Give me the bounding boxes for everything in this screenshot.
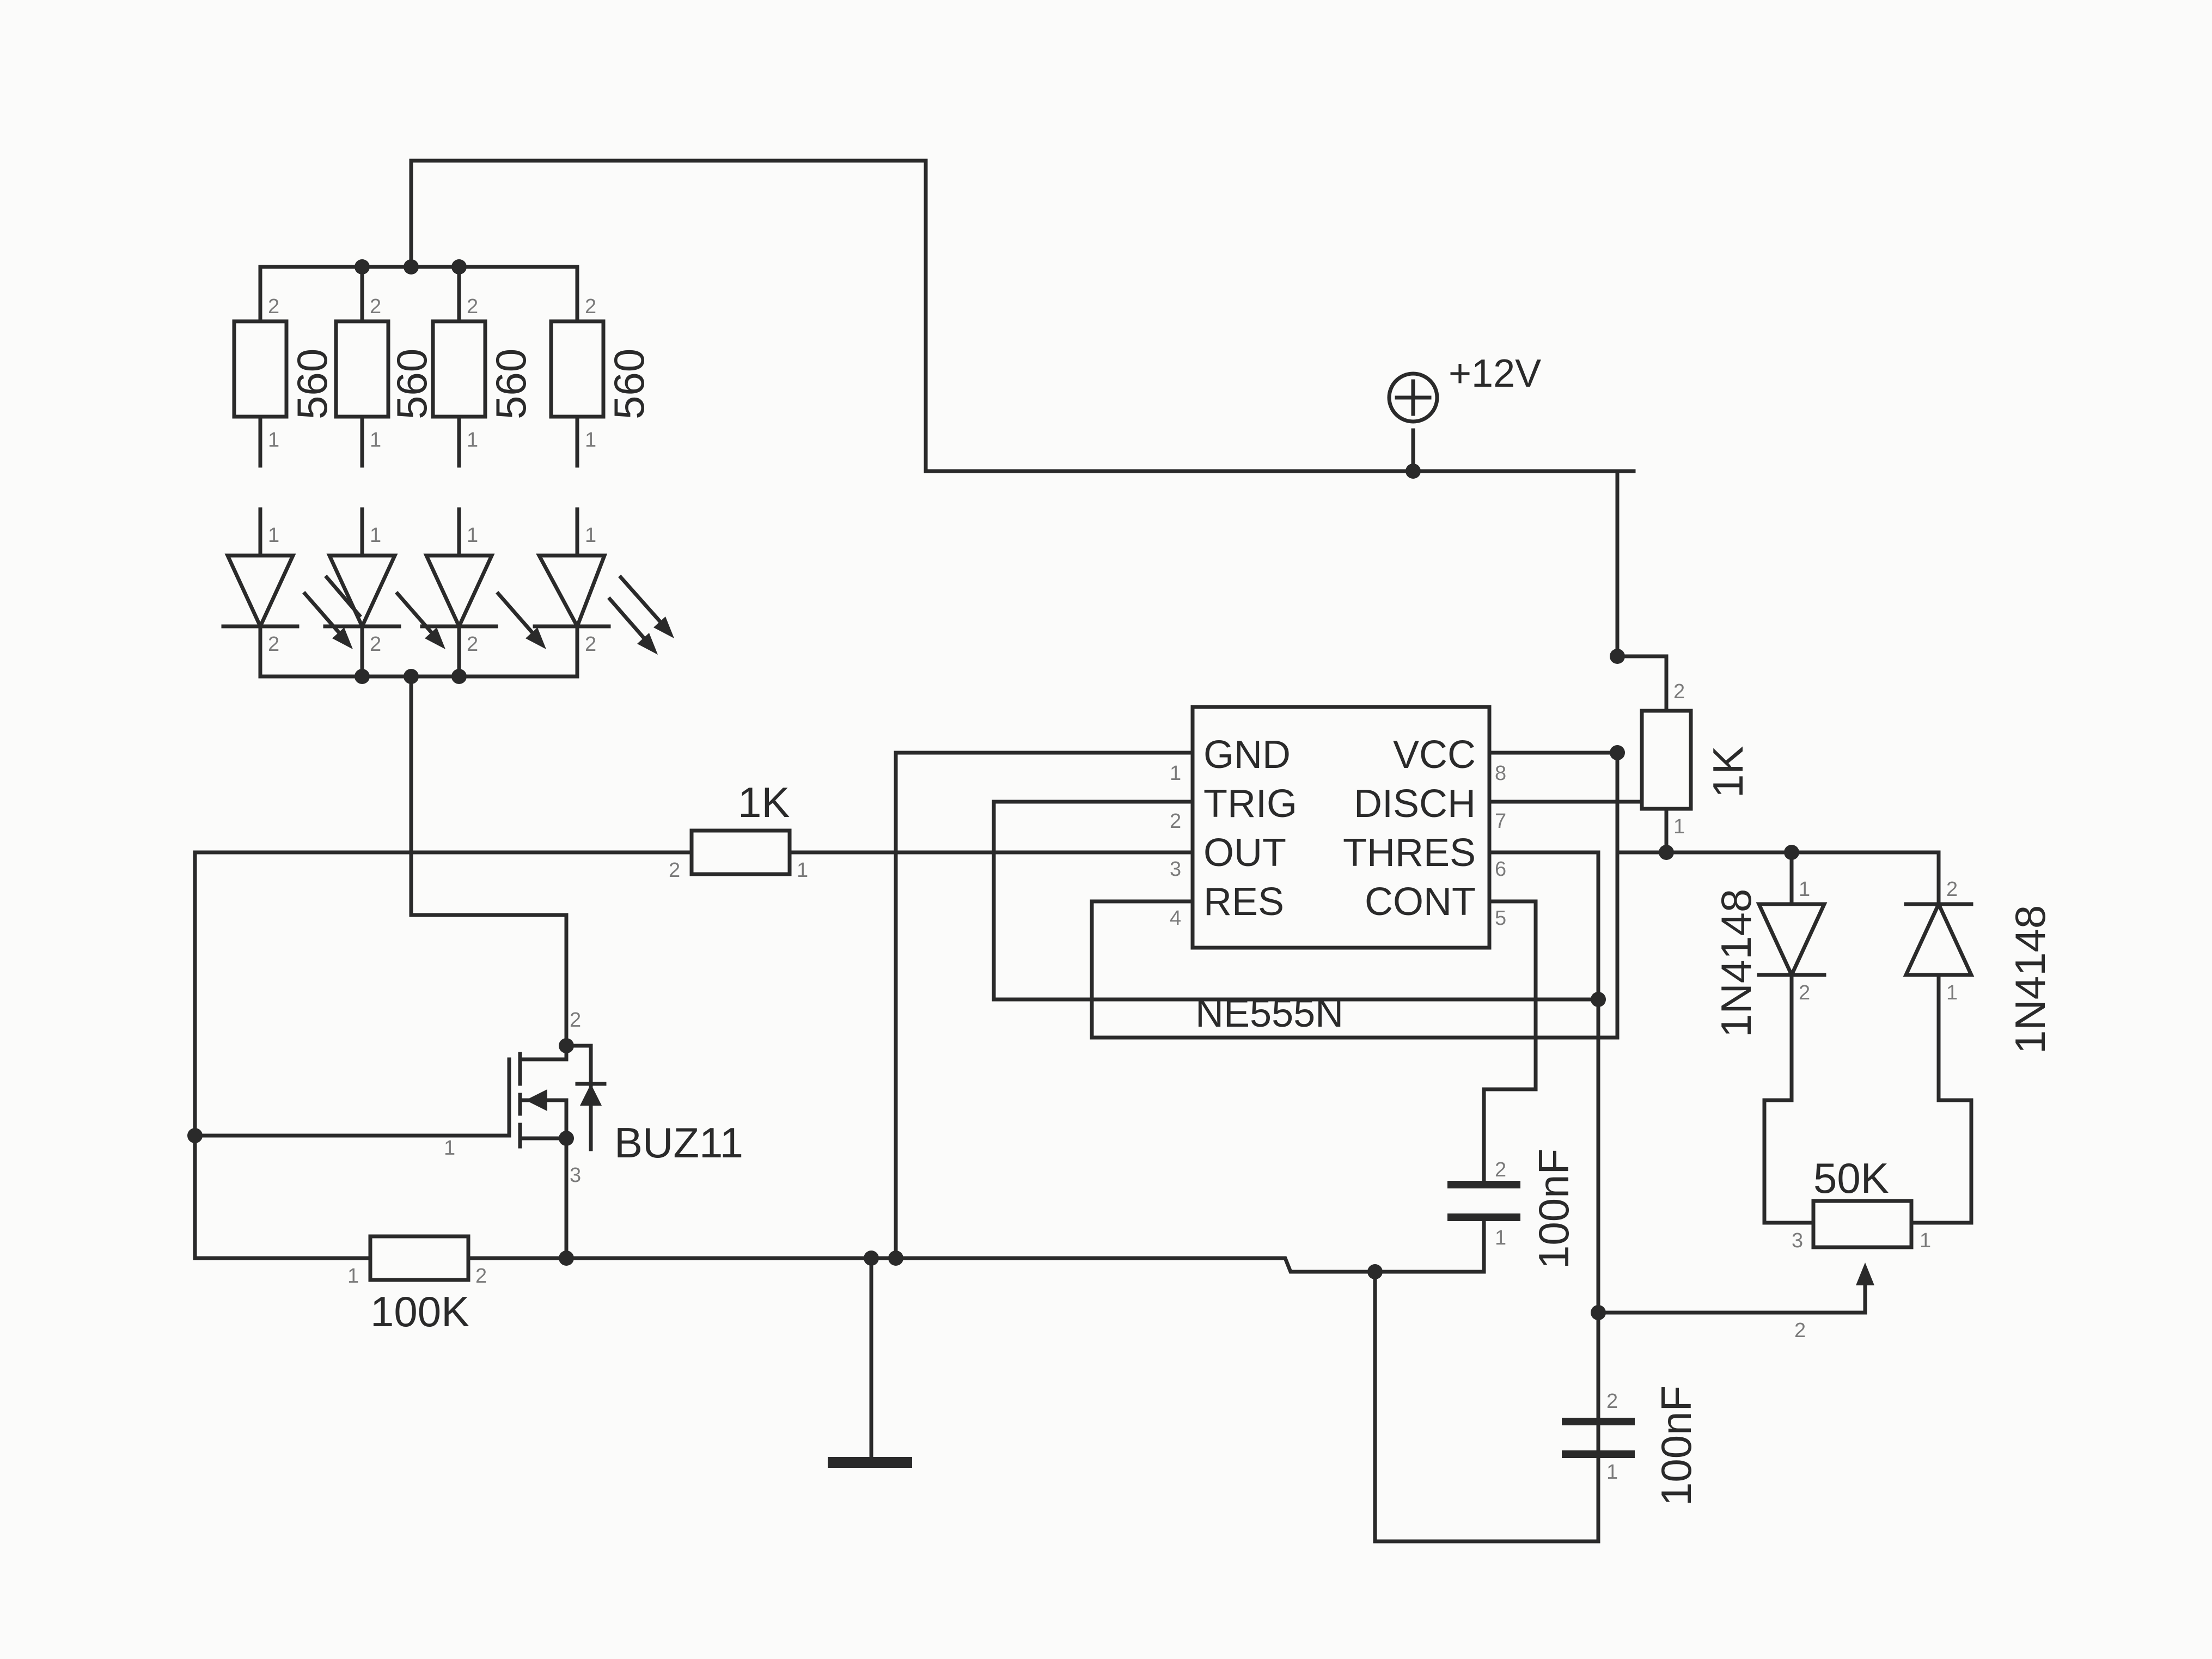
resistor-value: 560	[487, 349, 535, 419]
resistor-560-1: 2 1 560	[232, 265, 336, 468]
pin-label: 1	[370, 524, 381, 547]
cap-timing: 2 1 100nF	[1562, 1386, 1700, 1506]
pin-number: 8	[1495, 762, 1506, 785]
ne555-right-pins: VCC DISCH THRES CONT 8 7 6 5	[1343, 733, 1506, 930]
gate-resistor: 1K 2 1	[193, 778, 1195, 882]
pin-label: 1	[585, 429, 596, 452]
pin-label: 1	[1920, 1229, 1931, 1252]
diode-name: 1N4148	[2006, 905, 2054, 1054]
ground-bus	[564, 751, 1600, 1544]
pin-number: 6	[1495, 858, 1506, 881]
pin-label: 1	[585, 524, 596, 547]
resistor-value: 560	[288, 349, 336, 419]
pin-label: 2	[669, 859, 680, 882]
pin-number: 2	[1170, 810, 1181, 833]
pin-label: 2	[585, 633, 596, 656]
diode-left: 1 2 1N4148	[1712, 850, 1828, 1225]
pin-gnd-label: GND	[1203, 733, 1291, 777]
pin-label: 2	[268, 295, 279, 318]
pin-label: 2	[475, 1265, 487, 1288]
cap-value: 100nF	[1652, 1386, 1700, 1506]
pin-disch-label: DISCH	[1354, 782, 1476, 826]
pin-label: 3	[1792, 1229, 1803, 1252]
pin-label: 2	[1495, 1158, 1506, 1181]
pin-label: 2	[585, 295, 596, 318]
led-bank: 1 2 1 2 1 2	[221, 507, 674, 684]
pin-label: 2	[1794, 1319, 1806, 1342]
ne555-left-pins: GND TRIG OUT RES 1 2 3 4	[1170, 733, 1297, 930]
led-4: 1 2	[533, 507, 674, 679]
pin-label: 2	[467, 633, 478, 656]
led-resistor-bank: 2 1 560 2 1 560 2 1 560 2 1 560	[232, 259, 653, 468]
pin-number: 7	[1495, 810, 1506, 833]
pin-label: 2	[268, 633, 279, 656]
pin-number: 3	[1170, 858, 1181, 881]
pin-label: 1	[1799, 878, 1810, 901]
led-2: 1 2	[323, 507, 445, 679]
diode-name: 1N4148	[1712, 889, 1760, 1038]
pulldown-value: 100K	[370, 1288, 469, 1335]
pin-label: 1	[797, 859, 808, 882]
pin-trig-label: TRIG	[1203, 782, 1297, 826]
vcc-resistor-value: 1K	[1704, 746, 1752, 798]
mosfet-drain-wiring	[409, 674, 569, 1048]
pin-number: 4	[1170, 907, 1181, 930]
pin-label: 2	[370, 295, 381, 318]
pin-label: 1	[467, 524, 478, 547]
pin-label: 2	[1673, 680, 1685, 703]
led-3: 1 2	[420, 507, 546, 679]
pin-label: 3	[570, 1164, 581, 1187]
supply-label: +12V	[1449, 352, 1541, 395]
gate-resistor-value: 1K	[738, 778, 790, 826]
potentiometer-50k: 50K 3 1	[1792, 1154, 1931, 1252]
pulldown-resistor: 100K 1 2	[193, 1234, 574, 1335]
resistor-560-4: 2 1 560	[549, 265, 653, 468]
diode-right: 2 1 1N4148	[1903, 850, 2054, 1225]
pin-number: 1	[1170, 762, 1181, 785]
pin-label: 1	[1495, 1227, 1506, 1249]
pin-label: 1	[1606, 1461, 1618, 1484]
resistor-560-3: 2 1 560	[431, 265, 535, 468]
pin-label: 2	[370, 633, 381, 656]
pin-res-label: RES	[1203, 880, 1284, 924]
supply-wiring	[409, 158, 1636, 658]
pin-label: 1	[1946, 981, 1958, 1004]
mosfet-name: BUZ11	[614, 1119, 743, 1167]
pin-thres-label: THRES	[1343, 831, 1476, 875]
pin-label: 1	[444, 1137, 455, 1160]
ne555-timer: GND TRIG OUT RES 1 2 3 4 VCC DISCH THRES…	[1170, 705, 1506, 1035]
pin-out-label: OUT	[1203, 831, 1286, 875]
pin-label: 1	[347, 1265, 359, 1288]
pin-label: 1	[268, 429, 279, 452]
pin-label: 1	[467, 429, 478, 452]
pin-label: 2	[570, 1009, 581, 1032]
resistor-value: 560	[388, 349, 436, 419]
led-1: 1 2	[221, 507, 362, 679]
pin-vcc-label: VCC	[1393, 733, 1476, 777]
ne555-wiring: 2	[992, 745, 1874, 1473]
vcc-resistor: 2 1 1K	[1610, 649, 1941, 860]
pin-label: 1	[370, 429, 381, 452]
resistor-value: 560	[605, 349, 653, 419]
mosfet-buz11: BUZ11 1 2 3	[444, 1009, 743, 1260]
pin-cont-label: CONT	[1365, 880, 1476, 924]
pot-value: 50K	[1813, 1154, 1889, 1202]
gate-net	[187, 850, 511, 1260]
pin-label: 2	[1946, 878, 1958, 901]
pin-label: 2	[1799, 981, 1810, 1004]
pin-label: 2	[467, 295, 478, 318]
cap-cont: 2 1 100nF	[1447, 1149, 1578, 1269]
pin-label: 1	[1673, 815, 1685, 838]
pin-number: 5	[1495, 907, 1506, 930]
resistor-560-2: 2 1 560	[334, 265, 436, 468]
pin-label: 1	[268, 524, 279, 547]
supply-12v: +12V	[1387, 352, 1541, 424]
pin-label: 2	[1606, 1390, 1618, 1413]
cap-value: 100nF	[1530, 1149, 1578, 1269]
